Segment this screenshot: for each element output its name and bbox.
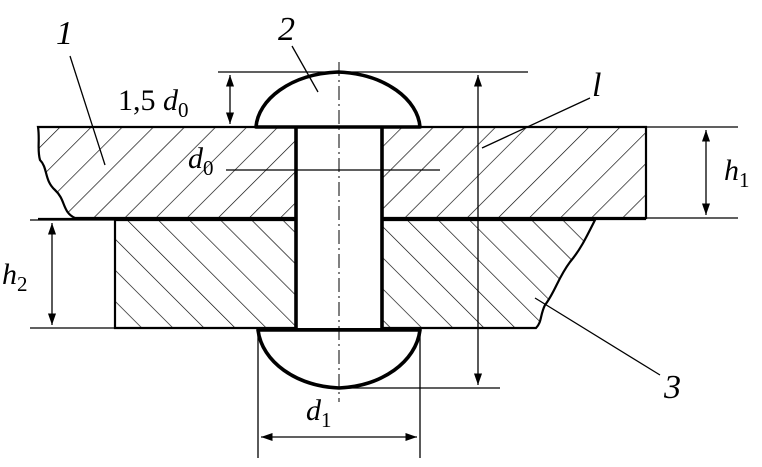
label-part-2: 2 [278,11,295,48]
rivet-shank [294,127,384,328]
label-h2: h2 [2,258,28,296]
label-head-height: 1,5 d0 [118,84,189,122]
leader-length-l [481,97,591,149]
label-d0: d0 [188,142,214,180]
leader-part-2 [291,45,319,93]
label-length-l: l [592,67,601,104]
label-h1: h1 [724,154,750,192]
dimension-lines [47,75,711,442]
leader-part-3 [534,297,661,376]
leader-part-1 [69,55,106,166]
label-part-3: 3 [663,369,681,406]
label-part-1: 1 [56,15,73,52]
extension-lines [30,71,738,458]
leader-lines [69,45,661,376]
rivet-upper-head [254,70,422,129]
label-d1: d1 [306,394,332,432]
